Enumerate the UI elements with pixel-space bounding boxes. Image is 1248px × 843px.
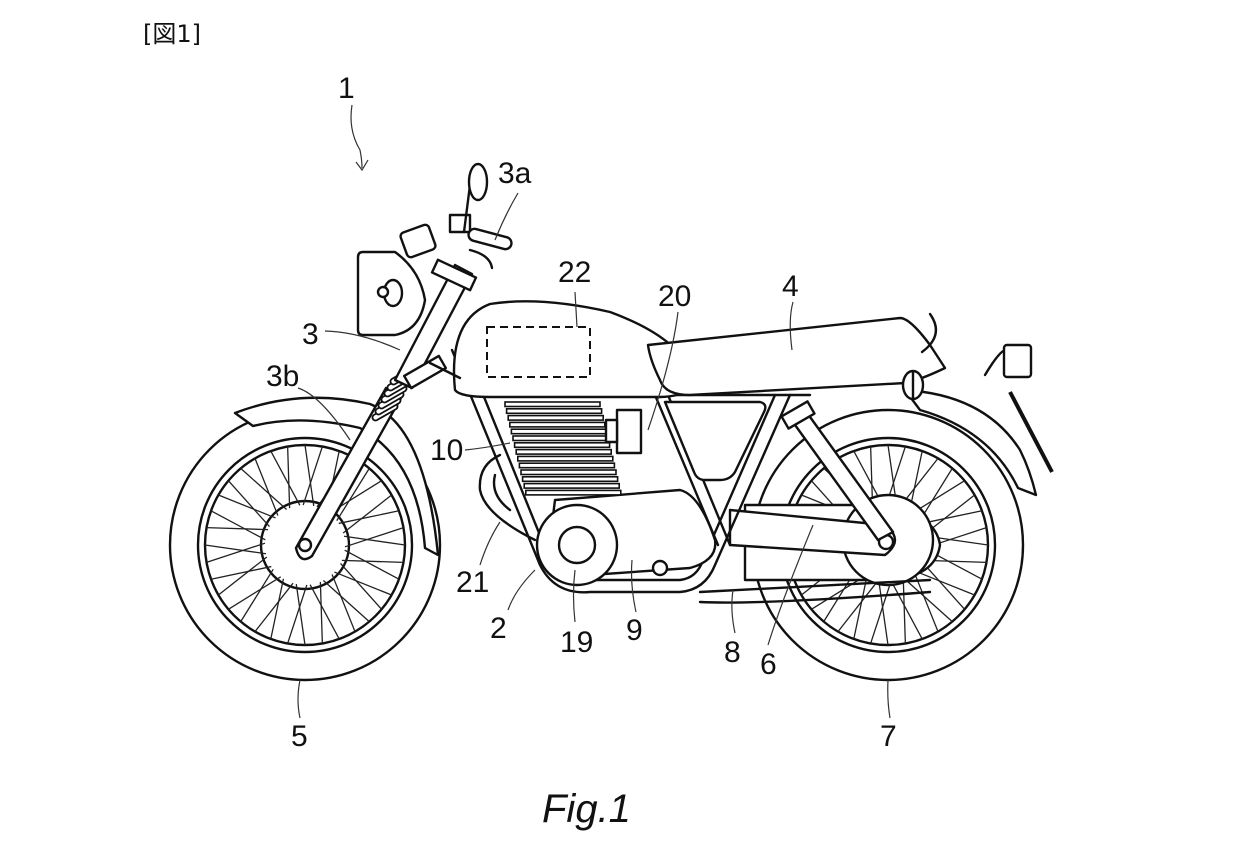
figure-caption: Fig.1 [542, 787, 631, 831]
label-3a: 3a [498, 157, 532, 190]
spoke [914, 574, 939, 632]
label-19: 19 [560, 626, 593, 659]
spoke [217, 556, 268, 596]
spoke [228, 576, 282, 610]
front-fork [294, 258, 478, 561]
spoke [210, 565, 272, 580]
leader-lines [297, 104, 891, 719]
spoke [286, 446, 291, 509]
spoke [341, 559, 404, 564]
spoke [811, 576, 865, 610]
spoke [240, 467, 288, 510]
spoke [287, 584, 308, 644]
label-21: 21 [456, 566, 489, 599]
speedometer [399, 223, 437, 259]
label-7: 7 [880, 720, 897, 753]
seat [646, 316, 947, 397]
label-3b: 3b [266, 360, 299, 393]
spoke [227, 480, 270, 528]
cylinder-fin [508, 421, 606, 428]
cylinder-fin [515, 448, 613, 455]
label-10: 10 [430, 434, 463, 467]
tail-light [1002, 343, 1033, 379]
cylinder-fin [504, 401, 601, 408]
spoke [917, 571, 975, 596]
label-9: 9 [626, 614, 643, 647]
spoke [240, 568, 274, 622]
cylinder-fin [512, 435, 609, 442]
spoke [319, 581, 324, 644]
spoke [878, 583, 889, 646]
spoke [340, 562, 383, 610]
mirror [467, 162, 489, 202]
label-22: 22 [558, 256, 591, 289]
cylinder-fin [513, 441, 611, 449]
label-8: 8 [724, 636, 741, 669]
spoke [204, 544, 267, 555]
side-cover [663, 400, 767, 482]
license-plate [1008, 391, 1054, 473]
label-4: 4 [782, 270, 799, 303]
spoke [853, 578, 868, 640]
spoke [338, 510, 400, 525]
spoke [905, 580, 953, 623]
spoke [206, 526, 269, 531]
spoke [919, 468, 953, 522]
spoke [342, 494, 393, 534]
spoke [334, 571, 392, 596]
label-6: 6 [760, 648, 777, 681]
spoke [309, 584, 340, 640]
spoke [322, 580, 370, 623]
label-2: 2 [490, 612, 507, 645]
cylinder-fin [505, 407, 603, 415]
engine-cylinder [504, 401, 622, 496]
spoke [925, 494, 976, 534]
cylinder-fin [510, 428, 608, 435]
spoke [218, 494, 276, 519]
spoke [270, 450, 301, 506]
spoke [902, 581, 907, 644]
spoke [295, 583, 306, 646]
front-fender [233, 396, 440, 557]
label-20: 20 [658, 280, 691, 313]
spoke [343, 535, 406, 546]
spoke [254, 582, 294, 633]
label-3: 3 [302, 318, 319, 351]
spoke [923, 562, 966, 610]
spoke [837, 582, 877, 633]
reference-labels: 1 3a 22 20 4 3 3b 10 21 2 19 9 8 6 5 7 [266, 72, 897, 753]
exhaust-pipe [478, 453, 537, 542]
spoke [210, 510, 266, 541]
label-5: 5 [291, 720, 308, 753]
spoke [304, 444, 315, 507]
component-20 [615, 408, 643, 455]
spoke [254, 458, 279, 516]
spoke [921, 510, 983, 525]
cylinder-fin [518, 462, 616, 469]
spoke [336, 468, 370, 522]
spoke [206, 542, 266, 563]
grab-rail [920, 312, 938, 354]
cylinder-fin [524, 489, 622, 496]
cylinder-fin [520, 469, 617, 476]
figure-tag: [図1] [143, 20, 201, 48]
spoke [344, 549, 400, 580]
cylinder-fin [521, 475, 619, 483]
handlebar-grip [467, 227, 513, 251]
spoke [331, 574, 356, 632]
cylinder-fin [523, 482, 621, 489]
cylinder-fin [507, 414, 605, 421]
spoke [344, 527, 404, 548]
label-1: 1 [338, 72, 355, 105]
spoke [270, 578, 285, 640]
cylinder-fin [516, 455, 614, 462]
internal-unit-22 [486, 326, 591, 378]
spoke [302, 446, 323, 506]
rear-fender [903, 388, 1038, 497]
fuel-tank [452, 300, 694, 399]
